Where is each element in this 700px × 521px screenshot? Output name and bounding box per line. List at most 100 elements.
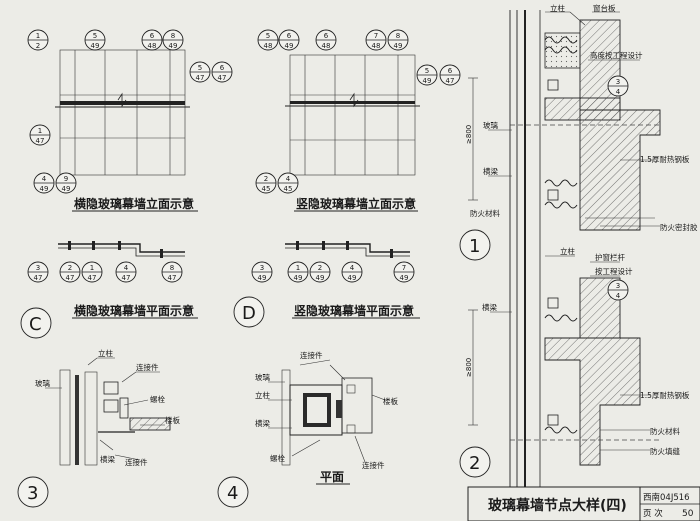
reference-bubble: 147 (81, 261, 103, 283)
plan-c: C 横隐玻璃幕墙平面示意 (20, 241, 198, 339)
plan-d: D 竖隐玻璃幕墙平面示意 (233, 241, 420, 328)
reference-bubble-sheet: 47 (36, 137, 45, 145)
reference-bubble-index: 7 (374, 32, 378, 40)
d1-label-sill: 窗台板 (593, 3, 616, 13)
reference-bubble-sheet: 47 (88, 274, 97, 282)
plan-c-tag: C (29, 314, 42, 335)
reference-bubble: 149 (287, 261, 309, 283)
reference-bubble: 849 (387, 29, 409, 51)
reference-bubble-sheet: 48 (264, 42, 273, 50)
reference-bubble-sheet: 47 (446, 77, 455, 85)
reference-bubble-index: 5 (198, 64, 202, 72)
reference-bubble-sheet: 4 (616, 88, 621, 96)
reference-bubble-index: 4 (42, 175, 47, 183)
d2-label-guardrail: 护窗栏杆 (595, 252, 625, 262)
reference-bubble: 647 (211, 61, 233, 83)
reference-bubble-index: 2 (264, 175, 268, 183)
reference-bubble-index: 6 (324, 32, 329, 40)
d1-label-fire-sealant: 防火密封胶 (660, 222, 698, 232)
d1-label-glass: 玻璃 (483, 120, 498, 130)
d1-label-beam: 横梁 (483, 166, 498, 176)
reference-bubble: 549 (416, 64, 438, 86)
reference-bubble-index: 5 (266, 32, 270, 40)
reference-bubble-sheet: 49 (62, 185, 71, 193)
d1-label-height-design: 高度按工程设计 (590, 50, 643, 60)
reference-bubble-sheet: 48 (372, 42, 381, 50)
title-block-page-label: 页 次 (643, 508, 663, 519)
reference-bubble-sheet: 45 (284, 185, 293, 193)
detail-4-number: 4 (227, 483, 238, 504)
elevation-hidden-vertical: 竖隐玻璃幕墙立面示意 (285, 54, 420, 212)
title-block-drawing-title: 玻璃幕墙节点大样(四) (488, 497, 627, 514)
plan-d-tag-circle (233, 296, 265, 328)
d2-label-firestop: 防火材料 (650, 426, 680, 436)
reference-bubble-sheet: 48 (322, 42, 331, 50)
reference-bubble: 249 (309, 261, 331, 283)
reference-bubble: 34 (607, 75, 629, 97)
d2-label-column: 立柱 (560, 246, 575, 256)
reference-bubble-sheet: 45 (262, 185, 271, 193)
reference-bubble: 547 (189, 61, 211, 83)
d3-label-floor-slab: 楼板 (165, 415, 180, 425)
reference-bubble-index: 3 (36, 264, 40, 272)
reference-bubble-index: 1 (296, 264, 300, 272)
reference-bubble-sheet: 48 (148, 42, 157, 50)
d4-label-glass: 玻璃 (255, 372, 270, 382)
reference-bubble-index: 4 (350, 264, 355, 272)
reference-bubble: 347 (27, 261, 49, 283)
reference-bubble-sheet: 49 (40, 185, 49, 193)
d4-label-column: 立柱 (255, 390, 270, 400)
reference-bubble: 147 (29, 124, 51, 146)
reference-bubble: 447 (115, 261, 137, 283)
reference-bubble-sheet: 47 (66, 274, 75, 282)
reference-bubble-sheet: 49 (258, 274, 267, 282)
reference-bubble-index: 5 (425, 67, 429, 75)
reference-bubble-index: 8 (396, 32, 400, 40)
reference-bubble: 548 (257, 29, 279, 51)
d1-label-steel-plate: 1.5厚耐热钢板 (640, 154, 690, 164)
d3-label-column: 立柱 (98, 348, 113, 358)
reference-bubble: 449 (33, 172, 55, 194)
reference-bubble: 549 (84, 29, 106, 51)
reference-bubble: 647 (439, 64, 461, 86)
elevation-hidden-horizontal: 横隐玻璃幕墙立面示意 (55, 49, 198, 212)
reference-bubble: 247 (59, 261, 81, 283)
reference-bubble-index: 5 (93, 32, 97, 40)
reference-bubble-index: 6 (150, 32, 155, 40)
detail-4-circle (217, 476, 249, 508)
reference-bubble: 648 (315, 29, 337, 51)
d4-label-connector-top: 连接件 (300, 350, 323, 360)
reference-bubble-sheet: 49 (394, 42, 403, 50)
d3-label-glass: 玻璃 (35, 378, 50, 388)
reference-bubble: 649 (278, 29, 300, 51)
reference-bubble-index: 1 (36, 32, 40, 40)
d4-label-connector-bottom: 连接件 (362, 460, 385, 470)
detail-2-number: 2 (469, 453, 480, 474)
title-block-atlas: 西南04J516 (643, 492, 690, 503)
reference-bubble-index: 1 (38, 127, 42, 135)
reference-bubble-sheet: 49 (316, 274, 325, 282)
reference-bubble: 949 (55, 172, 77, 194)
reference-bubbles: 1254964884954764714744994954864964874884… (27, 29, 629, 301)
d1-label-firestop: 防火材料 (470, 208, 500, 218)
title-block: 玻璃幕墙节点大样(四) 西南04J516 页 次 50 (467, 486, 700, 521)
d3-label-bolt: 螺栓 (150, 394, 165, 404)
reference-bubble: 349 (251, 261, 273, 283)
detail-4: 连接件 玻璃 立柱 横梁 楼板 螺栓 连接件 平面 4 (217, 350, 398, 508)
reference-bubble-index: 1 (90, 264, 94, 272)
plan-c-title: 横隐玻璃幕墙平面示意 (74, 303, 194, 318)
reference-bubble-sheet: 49 (169, 42, 178, 50)
d3-label-connector-top: 连接件 (136, 362, 159, 372)
plan-d-title: 竖隐玻璃幕墙平面示意 (294, 303, 414, 318)
elevation-hidden-horizontal-title: 横隐玻璃幕墙立面示意 (74, 196, 194, 211)
reference-bubble: 648 (141, 29, 163, 51)
reference-bubble-index: 8 (171, 32, 175, 40)
reference-bubble-sheet: 47 (34, 274, 43, 282)
d2-label-fire-sealant: 防火填缝 (650, 446, 680, 456)
detail-3: 立柱 玻璃 连接件 螺栓 楼板 横梁 连接件 3 (17, 348, 180, 508)
d2-label-per-design: 按工程设计 (595, 266, 633, 276)
d1-label-column: 立柱 (550, 3, 565, 13)
reference-bubble-index: 3 (616, 282, 620, 290)
